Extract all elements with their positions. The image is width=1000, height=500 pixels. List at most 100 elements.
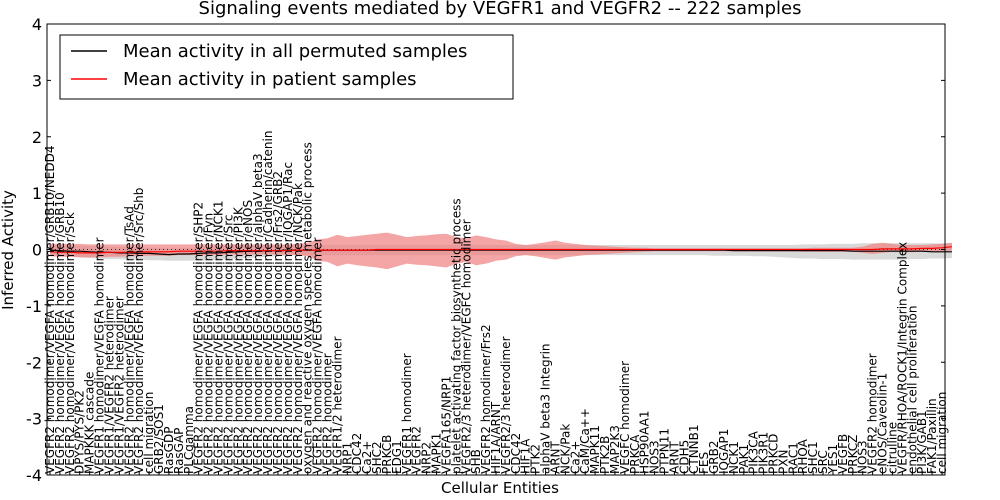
x-tick-label: VEGFA165/NRP1 [439,376,453,474]
x-tick-label: VEGFR1 homodimer [400,353,414,474]
x-tick-label: PXN [776,450,790,474]
x-tick-label: NOS3 [648,440,662,474]
x-tick-label: HSP90AA1 [638,410,652,474]
x-tick-label: VEGFR2 homodimer/VEGFA homodimer/Fyn [202,213,216,474]
x-tick-label: VEGFR2 homodimer/VEGFA homodimer/NCK1 [211,200,225,474]
x-tick-label: NCK/Pak [558,424,572,474]
x-tick-label: VEGFR1/VEGFR2 heterodimer [112,296,126,474]
x-tick-label: PRKCD [767,434,781,474]
x-tick-label: VEGFR2 homodimer/VEGFA homodimer/eNOS [241,200,255,474]
x-tick-label: CDC42 [509,433,523,474]
y-tick-label: -3 [26,410,42,429]
x-tick-label: VEGFR2 homodimer/VEGFA homodimer/Frs2/GR… [271,171,285,474]
x-tick-label: PIK3CA [747,430,761,474]
x-tick-label: VEGFR2 [410,426,424,474]
x-tick-label: RAC1 [786,442,800,474]
x-tick-label: GRB2 [707,440,721,474]
series-line-1 [49,246,952,254]
x-tick-label: VEGFR1/2 heterodimer [330,336,344,474]
legend-box [59,34,514,100]
x-tick-label: VEGFC homodimer [618,361,632,474]
x-tick-label: PI3K/GAB1 [915,410,929,474]
y-tick-label: 3 [32,71,42,90]
x-tick-label: VEGFR2 homodimer/VEGFA homodimer/TsAd [122,206,136,474]
x-tick-label: VEGFR1/VEGFR2 heterodimer [102,296,116,474]
x-tick-label: SHC1 [806,441,820,474]
x-tick-label: NRP1 [340,442,354,474]
x-tick-label: CDH5 [677,440,691,474]
y-tick-label: -2 [26,353,42,372]
y-tick-label: 4 [32,15,42,34]
x-tick-label: VEGFR/RHOA/ROCK1/Integrin Complex [895,242,909,474]
y-tick-label: 2 [32,128,42,147]
x-tick-label: ARNT [548,440,562,474]
x-tick-label: VEGFR2 homodimer/VEGFA homodimer/PI3K [231,206,245,474]
x-tick-label: ARNT [667,440,681,474]
x-tick-label: PIK3R1 [757,432,771,474]
x-tick-label: PTPN11 [657,428,671,474]
x-tick-label: HIF1A [519,438,533,474]
x-tick-label: FAK1/Paxillin [925,398,939,474]
x-tick-label: PAK1 [737,444,751,474]
x-tick-label: VEGFR2 homodimer [866,353,880,474]
x-tick-label: MAPK11 [588,425,602,474]
x-tick-label: VEGFR2 homodimer/VEGFA homodimer/Sck [63,212,77,474]
x-tick-label: VEGFR2/3 heterodimer [499,336,513,474]
y-tick-label: 1 [32,184,42,203]
x-tick-label: VEGFR2 homodimer/Frs2 [479,324,493,474]
x-tick-label: VEGFB [836,434,850,474]
x-tick-label: cell migration [142,392,156,474]
x-axis-label: Cellular Entities [441,479,559,497]
x-tick-label: IQGAP1 [717,429,731,474]
x-tick-label: PTK2 [529,444,543,474]
x-tick-label: SHB [469,449,483,474]
x-tick-label: VEGFR2 homodimer/VEGFA homodimer/SHP2 [192,202,206,474]
x-tick-label: NOS3 [856,440,870,474]
x-tick-label: PRKCZ [846,435,860,474]
x-tick-label: VEGFR2 homodimer/VEGFA homodimer/Src/Shb [132,188,146,474]
x-tick-label: RHOA [796,438,810,474]
x-tick-label: PTK2B [598,436,612,474]
chart-title: Signaling events mediated by VEGFR1 and … [199,0,802,19]
x-tick-label: citrulline [885,422,899,474]
x-tick-label: oxygen and reactive oxygen species metab… [301,142,315,474]
x-tick-label: Ca2+ [360,441,374,474]
x-tick-label: eNOS/Caveolin-1 [876,373,890,474]
x-tick-label: VEGFR2 homodimer/VEGFA homodimer/IQGAP1/… [281,162,295,474]
x-tick-label: cell migration [935,392,949,474]
x-tick-label: endothelial cell proliferation [905,306,919,474]
x-tick-label: CaM/Ca++ [578,408,592,474]
x-tick-label: SHC2 [370,441,384,474]
x-tick-label: alphaV beta3 Integrin [539,343,553,474]
x-tick-label: VEGFR1 homodimer/VEGFA homodimer [93,237,107,474]
x-tick-label: VEGFR2/3 heterodimer/VEGFC homodimer [459,219,473,474]
x-tick-label: VEGFR2 homodimer/VEGFA homodimer/Cadheri… [261,131,275,475]
x-tick-label: MAP2K3 [608,425,622,474]
x-tick-label: VEGFR2 homodimer [321,353,335,474]
x-tick-label: EDG1 [390,440,404,474]
x-tick-label: PLCgamma [182,406,196,474]
x-tick-label: SRC [816,450,830,474]
x-tick-label: YES1 [826,444,840,475]
x-tick-label: CDC42 [350,433,364,474]
series-band-1 [50,232,952,270]
x-tick-label: GRB2/SOS1 [152,404,166,474]
x-tick-label: PRKCA [628,434,642,474]
y-axis-label: Inferred Activity [0,190,17,310]
x-tick-label: MAPKKK cascade [83,372,97,474]
x-tick-label: VEGFR2 homodimer/VEGFA homodimer/Src [221,214,235,474]
x-tick-label: VEGFR2 homodimer/VEGFA homodimer/NCK/Pak [291,183,305,474]
x-tick-label: NCK1 [727,441,741,474]
x-tick-label: VEGFR2 homodimer/VEGFA homodimer/GRB10 [53,192,67,474]
x-tick-label: NRP2 [420,442,434,474]
y-tick-label: -1 [26,297,42,316]
x-tick-label: VEGFR2 homodimer/VEGFA homodimer/GRB10/N… [43,145,57,474]
x-tick-label: RasGAP [172,428,186,474]
x-tick-label: HIF1A/ARNT [489,401,503,474]
x-tick-label: MAPK1 [430,433,444,474]
legend-label: Mean activity in patient samples [123,69,417,90]
x-tick-label: PRKCB [380,435,394,474]
legend: Mean activity in all permuted samplesMea… [59,34,514,100]
